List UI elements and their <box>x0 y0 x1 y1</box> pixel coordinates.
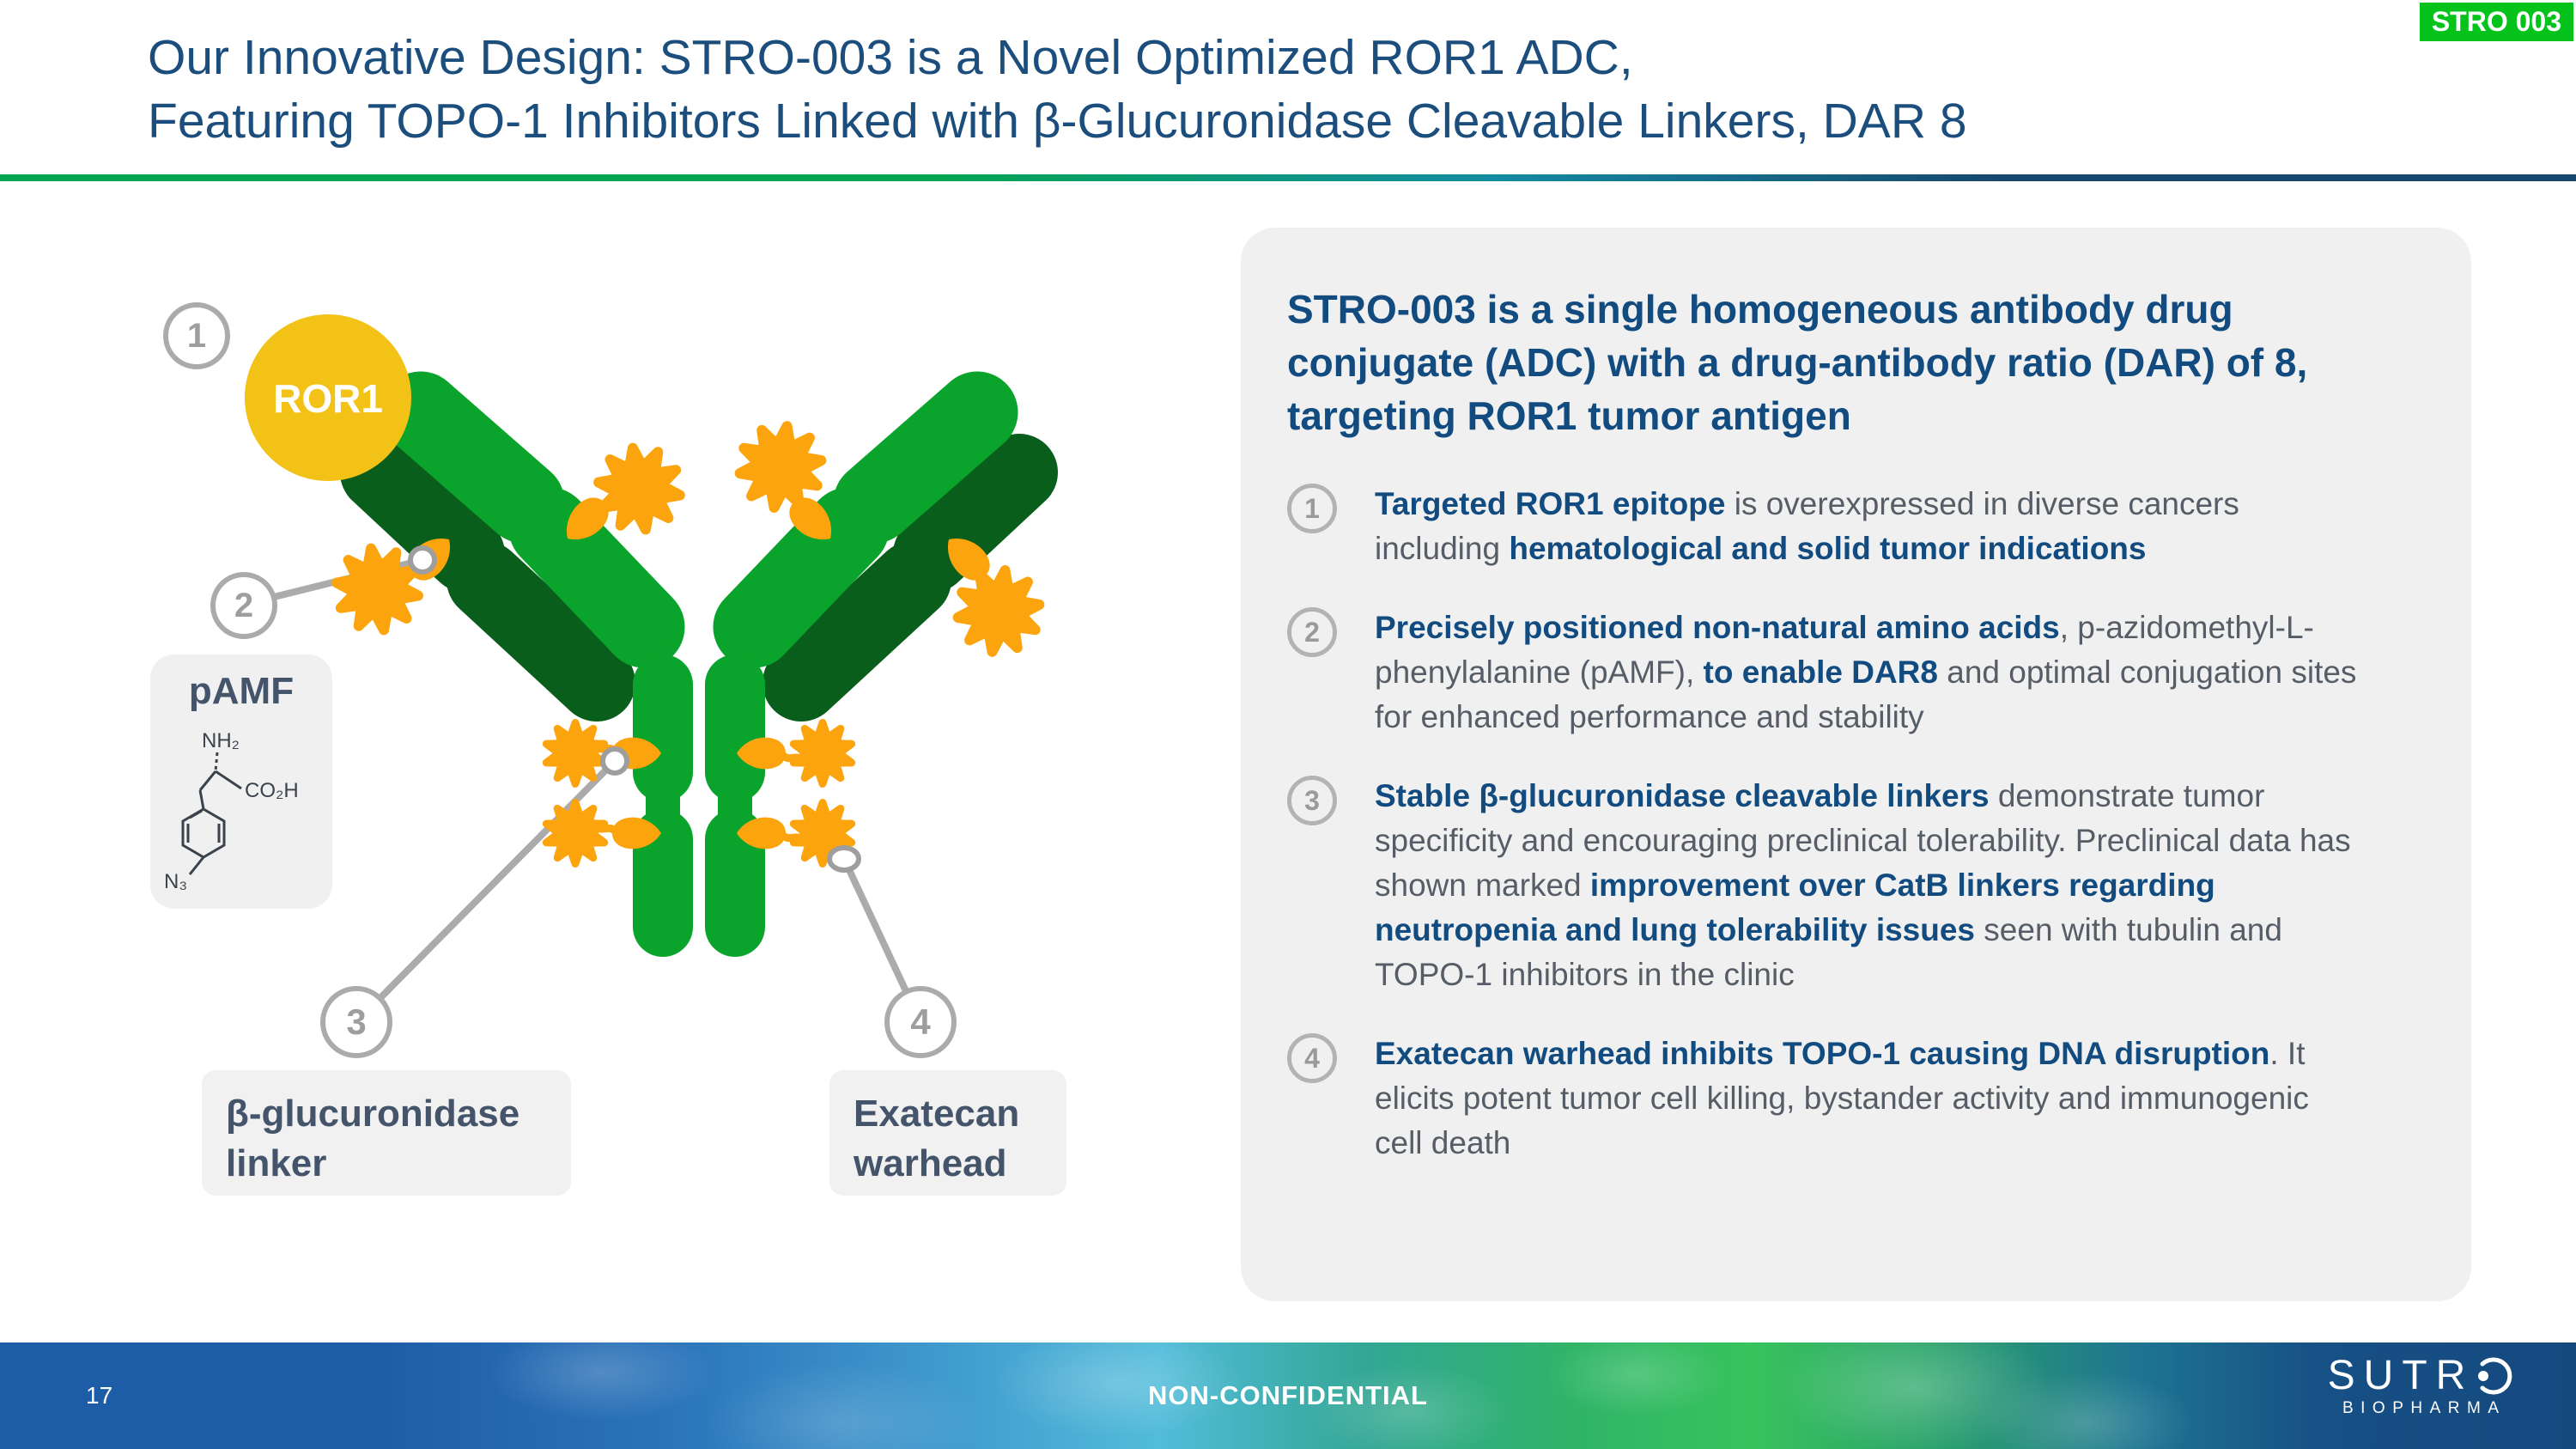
title-line-1: Our Innovative Design: STRO-003 is a Nov… <box>148 30 1633 85</box>
pamf-chemical-structure: NH₂ CO₂H N₃ <box>164 729 299 893</box>
antibody-heavy-chains <box>380 371 1018 668</box>
panel-heading: STRO-003 is a single homogeneous antibod… <box>1287 287 2308 438</box>
antibody-fc-stems <box>633 654 765 957</box>
pamf-label: pAMF <box>188 670 295 712</box>
summary-panel: STRO-003 is a single homogeneous antibod… <box>1241 228 2471 1301</box>
bullet-1-text: Targeted ROR1 epitope is overexpressed i… <box>1375 486 2239 566</box>
warhead-label-box: Exatecan warhead <box>829 1070 1066 1196</box>
footer: 17 NON-CONFIDENTIAL SUTR BIOPHARMA <box>0 1342 2576 1449</box>
antibody-light-chains <box>340 434 1058 721</box>
stem-payload-sites <box>546 722 851 863</box>
linker-label-line1: β-glucuronidase <box>226 1093 520 1135</box>
callout-4: 4 <box>884 986 957 1058</box>
logo-wordmark: SUTR <box>2320 1355 2521 1397</box>
ror1-antigen: ROR1 <box>245 314 411 481</box>
leader-end-rings <box>408 545 861 873</box>
bullet-3-number: 3 <box>1287 776 1337 825</box>
ring-linker-site <box>600 746 629 776</box>
callout-3: 3 <box>320 986 392 1058</box>
bullet-1-number: 1 <box>1287 484 1337 533</box>
linker-label-line2: linker <box>226 1142 327 1184</box>
bullet-3: 3 Stable β-glucuronidase cleavable linke… <box>1287 774 2411 997</box>
ring-pamf-site <box>408 545 437 575</box>
logo-word-text: SUTR <box>2327 1353 2475 1398</box>
linker-label-box: β-glucuronidase linker <box>202 1070 571 1196</box>
classification-label: NON-CONFIDENTIAL <box>1148 1380 1428 1410</box>
program-badge: STRO 003 <box>2419 3 2573 41</box>
page-title: Our Innovative Design: STRO-003 is a Nov… <box>148 26 1967 153</box>
bullet-2: 2 Precisely positioned non-natural amino… <box>1287 606 2411 740</box>
bullet-4: 4 Exatecan warhead inhibits TOPO-1 causi… <box>1287 1032 2411 1166</box>
bullet-2-text: Precisely positioned non-natural amino a… <box>1375 610 2357 734</box>
bullet-4-text: Exatecan warhead inhibits TOPO-1 causing… <box>1375 1036 2309 1160</box>
title-underline <box>0 174 2576 181</box>
antibody-illustration: ROR1 <box>240 314 1271 1026</box>
bullet-2-number: 2 <box>1287 607 1337 657</box>
bullet-3-text: Stable β-glucuronidase cleavable linkers… <box>1375 778 2351 992</box>
logo-o-icon <box>2478 1357 2512 1395</box>
warhead-label-line1: Exatecan <box>854 1093 1020 1135</box>
bullet-4-number: 4 <box>1287 1033 1337 1083</box>
bullet-1: 1 Targeted ROR1 epitope is overexpressed… <box>1287 482 2411 571</box>
azide-label: N₃ <box>164 870 187 893</box>
ring-warhead-site <box>827 845 861 873</box>
page-number: 17 <box>86 1382 113 1409</box>
callout-2: 2 <box>210 572 277 639</box>
pamf-structure-box: pAMF NH₂ CO₂H N₃ <box>150 654 332 909</box>
title-line-2: Featuring TOPO-1 Inhibitors Linked with … <box>148 94 1967 149</box>
callout-1: 1 <box>163 302 230 369</box>
warhead-label-line2: warhead <box>854 1142 1007 1184</box>
acid-label: CO₂H <box>245 779 299 802</box>
logo-tagline: BIOPHARMA <box>2342 1399 2506 1417</box>
amine-label: NH₂ <box>202 729 240 752</box>
ror1-label: ROR1 <box>273 376 383 421</box>
adc-diagram: ROR1 1 2 3 4 pAMF <box>0 189 1271 1391</box>
sutro-biopharma-logo: SUTR BIOPHARMA <box>2320 1355 2521 1418</box>
